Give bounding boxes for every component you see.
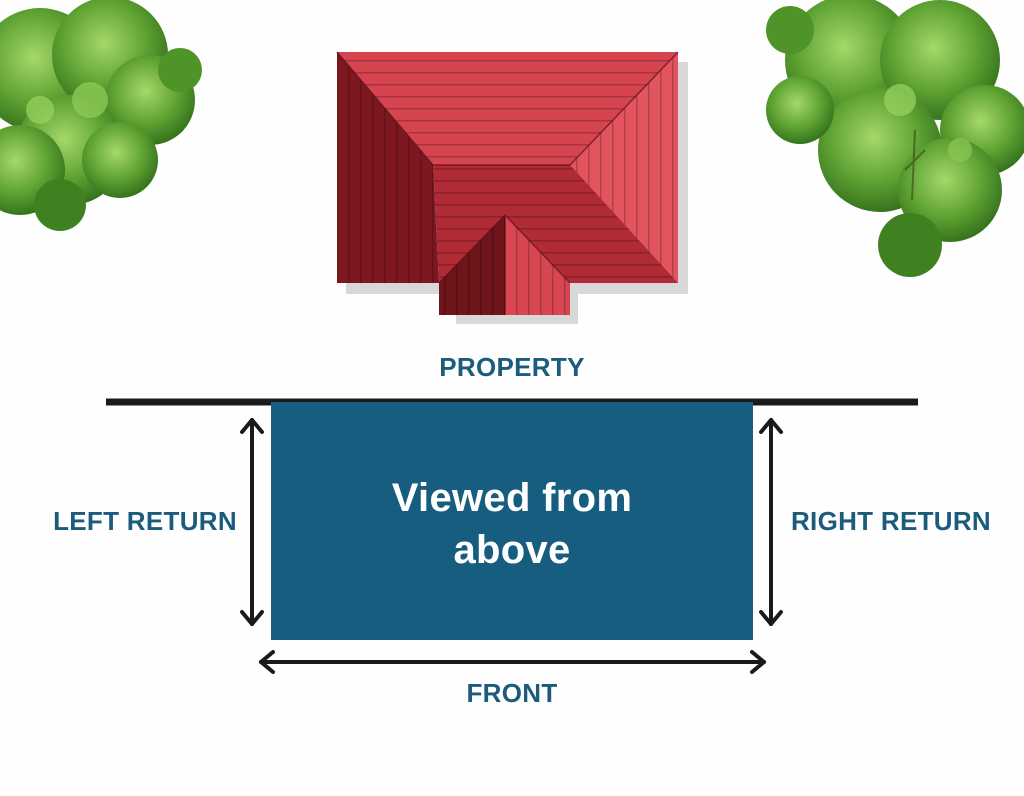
front-label: FRONT — [466, 678, 558, 708]
left-return-arrow — [240, 418, 264, 626]
house-roof-icon — [336, 51, 688, 324]
right-return-label: RIGHT RETURN — [790, 506, 992, 536]
front-arrow — [259, 650, 766, 674]
left-return-label: LEFT RETURN — [53, 506, 237, 536]
center-caption-line1: Viewed from — [391, 476, 633, 520]
viewed-area — [271, 402, 753, 640]
property-label: PROPERTY — [439, 352, 585, 382]
center-caption: Viewed from above — [271, 472, 753, 576]
tree-right-icon — [766, 0, 1024, 277]
center-caption-line2: above — [453, 528, 571, 572]
right-return-arrow — [759, 418, 783, 626]
tree-left-icon — [0, 0, 202, 231]
